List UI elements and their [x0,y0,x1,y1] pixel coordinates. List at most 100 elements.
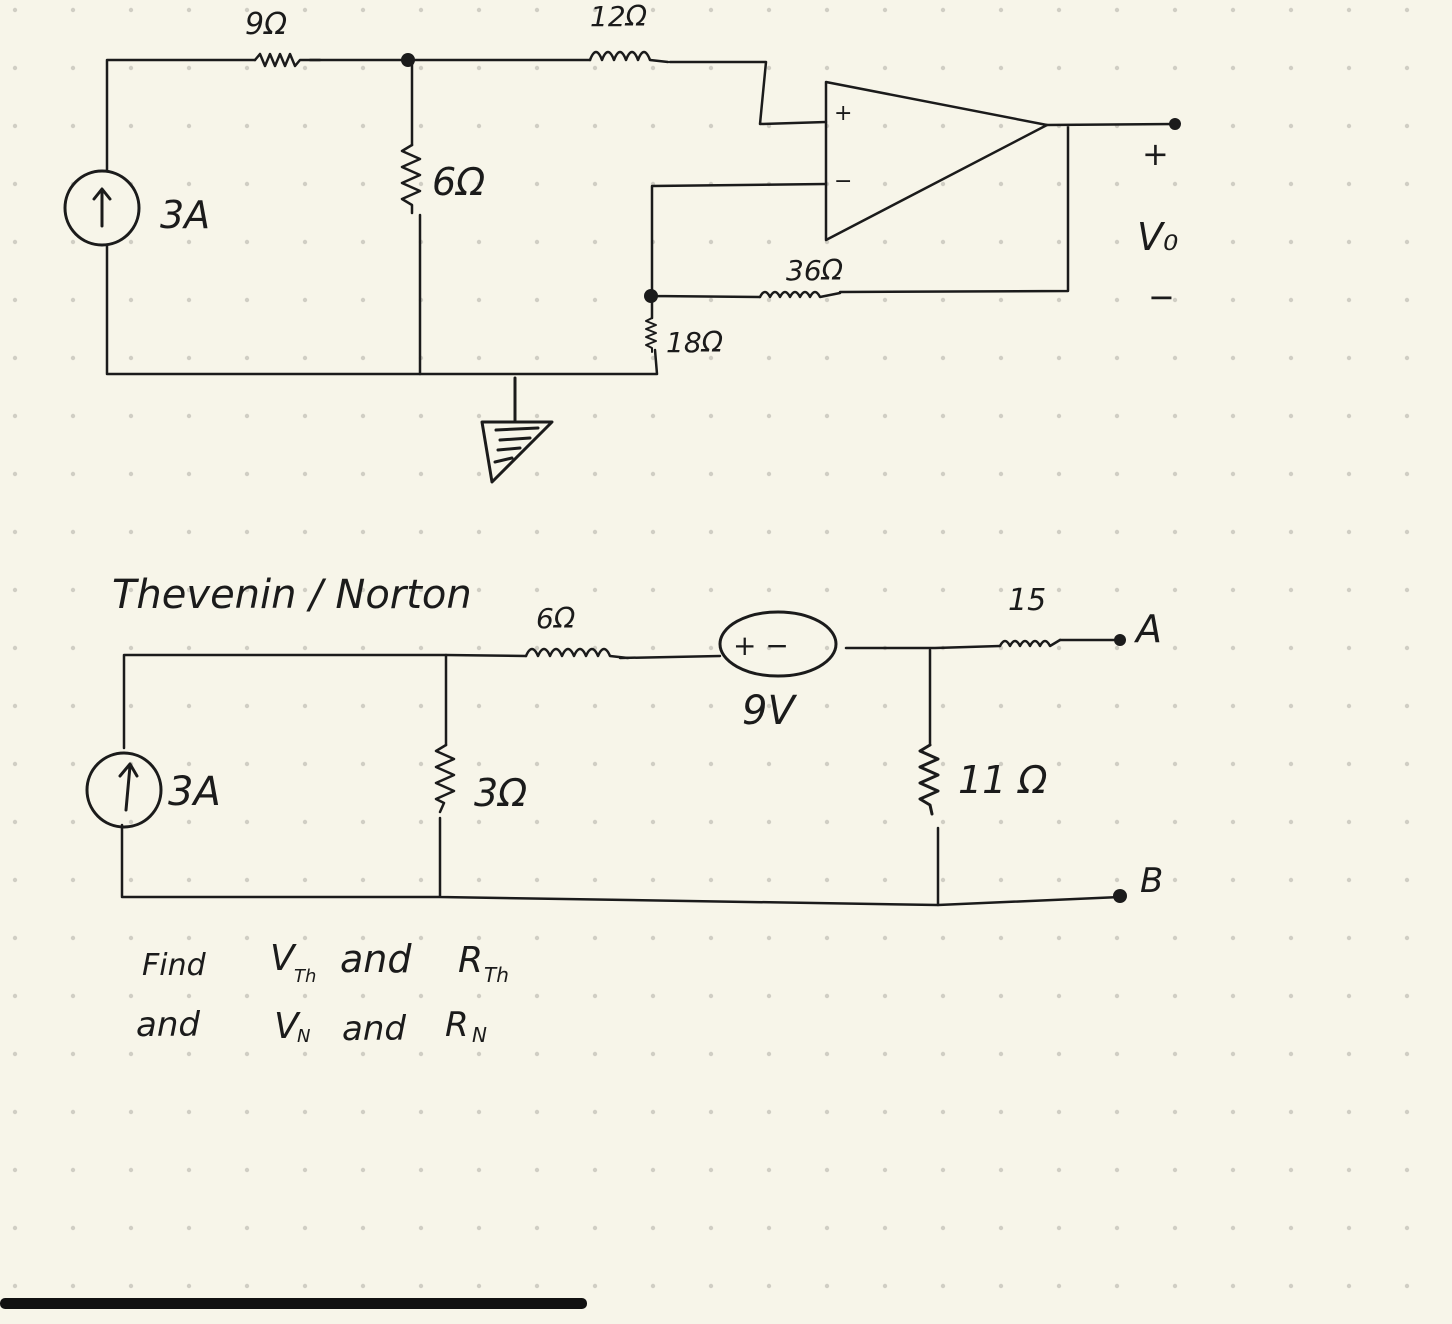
grid-dot [360,7,366,13]
grid-dot [476,1283,482,1289]
grid-dot [534,413,540,419]
grid-dot [882,993,888,999]
grid-dot [244,761,250,767]
grid-dot [1404,1283,1410,1289]
grid-dot [70,413,76,419]
grid-dot [1346,471,1352,477]
grid-dot [418,181,424,187]
grid-dot [824,297,830,303]
grid-dot [1056,1283,1062,1289]
grid-dot [128,1109,134,1115]
grid-dot [302,819,308,825]
grid-dot [940,935,946,941]
grid-dot [708,123,714,129]
grid-dot [708,65,714,71]
grid-dot [534,529,540,535]
grid-dot [824,819,830,825]
grid-dot [1114,413,1120,419]
grid-dot [1114,1051,1120,1057]
grid-dot [998,297,1004,303]
grid-dot [1346,355,1352,361]
grid-dot [882,297,888,303]
grid-dot [476,703,482,709]
grid-dot [708,819,714,825]
grid-dot [1172,1225,1178,1231]
grid-dot [592,181,598,187]
current-source-icon [63,169,141,247]
grid-dot [360,587,366,593]
grid-dot [708,1167,714,1173]
grid-dot [534,123,540,129]
grid-dot [302,123,308,129]
grid-dot [940,1109,946,1115]
grid-dot [12,181,18,187]
grid-dot [360,819,366,825]
grid-dot [360,239,366,245]
grid-dot [998,7,1004,13]
grid-dot [302,355,308,361]
grid-dot [1288,239,1294,245]
scrollbar-indicator[interactable] [0,1298,587,1309]
grid-dot [128,239,134,245]
grid-dot [998,1283,1004,1289]
grid-dot [360,65,366,71]
grid-dot [1230,529,1236,535]
circuit-2: Thevenin / Norton 3A 3Ω 6Ω + − 9V 15 A [85,572,1163,907]
grid-dot [1172,239,1178,245]
grid-dot [418,1283,424,1289]
grid-dot [12,7,18,13]
grid-dot [1172,819,1178,825]
grid-dot [1056,7,1062,13]
grid-dot [1404,993,1410,999]
grid-dot [186,761,192,767]
grid-dot [882,355,888,361]
grid-dot [12,239,18,245]
grid-dot [186,819,192,825]
grid-dot [1056,587,1062,593]
grid-dot [650,355,656,361]
grid-dot [882,529,888,535]
grid-dot [1404,529,1410,535]
current-source-label: 3A [168,769,221,815]
grid-dot [998,935,1004,941]
wire [936,638,1122,907]
grid-dot [998,819,1004,825]
grid-dot [534,355,540,361]
resistor-36ohm-label: 36Ω [786,254,844,287]
voltage-source-label: 9V [742,688,797,734]
grid-dot [1172,645,1178,651]
grid-dot [1404,1225,1410,1231]
grid-dot [476,877,482,883]
grid-dot [1288,1109,1294,1115]
grid-dot [418,1225,424,1231]
grid-dot [302,297,308,303]
grid-dot [650,471,656,477]
thevenin-norton-title: Thevenin / Norton [112,572,472,618]
resistor-12ohm-icon [588,50,670,64]
grid-dot [534,1051,540,1057]
question-vn-symbol: V [274,1006,301,1047]
resistor-9ohm-icon [253,52,322,68]
grid-dot [998,1167,1004,1173]
grid-dot [766,355,772,361]
grid-dot [998,877,1004,883]
grid-dot [708,993,714,999]
grid-dot [766,761,772,767]
grid-dot [244,935,250,941]
grid-dot [650,703,656,709]
grid-dot [476,65,482,71]
grid-dot [940,1167,946,1173]
grid-dot [128,645,134,651]
grid-dot [1172,761,1178,767]
grid-dot [1114,1167,1120,1173]
grid-dot [12,471,18,477]
resistor-11ohm-label: 11 Ω [958,758,1047,802]
grid-dot [940,239,946,245]
grid-dot [418,877,424,883]
grid-dot [1056,645,1062,651]
grid-dot [534,703,540,709]
grid-dot [592,471,598,477]
grid-dot [650,587,656,593]
grid-dot [940,993,946,999]
grid-dot [360,1225,366,1231]
